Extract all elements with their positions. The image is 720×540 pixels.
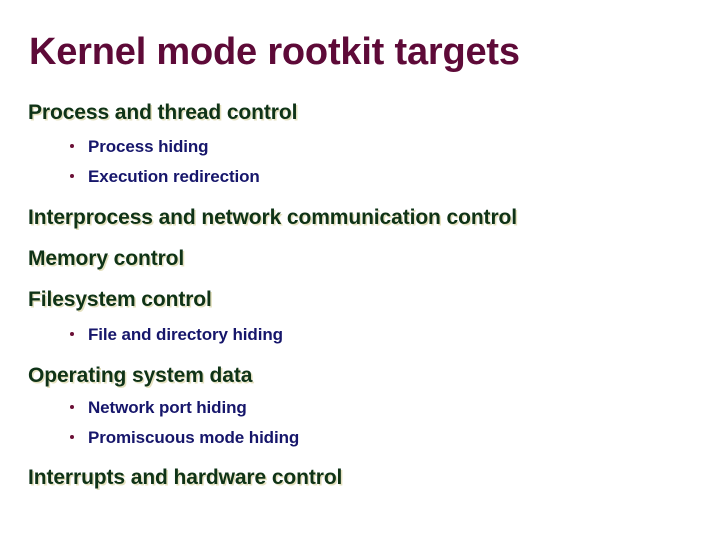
outline-heading: Filesystem control bbox=[28, 288, 212, 311]
page-title: Kernel mode rootkit targets bbox=[29, 31, 520, 73]
bullet-dot-icon bbox=[70, 144, 74, 148]
outline-heading: Memory control bbox=[28, 247, 185, 270]
outline-bullet-item: Execution redirection bbox=[0, 166, 720, 188]
outline-heading: Interprocess and network communication c… bbox=[28, 206, 517, 229]
bullet-dot-icon bbox=[70, 174, 74, 178]
outline-bullet-label: File and directory hiding bbox=[88, 325, 283, 344]
outline-bullet-label: Promiscuous mode hiding bbox=[88, 428, 300, 447]
bullet-dot-icon bbox=[70, 405, 74, 409]
outline-bullet-item: Promiscuous mode hiding bbox=[0, 427, 720, 449]
outline-bullet-item: Network port hiding bbox=[0, 397, 720, 419]
bullet-dot-icon bbox=[70, 435, 74, 439]
outline-bullet-label: Network port hiding bbox=[88, 398, 247, 417]
outline-bullet-item: File and directory hiding bbox=[0, 324, 720, 346]
outline-bullet-label: Execution redirection bbox=[88, 167, 260, 186]
outline-heading: Process and thread control bbox=[28, 101, 298, 124]
outline-bullet-item: Process hiding bbox=[0, 136, 720, 158]
outline-heading: Interrupts and hardware control bbox=[28, 466, 343, 489]
outline-bullet-label: Process hiding bbox=[88, 137, 209, 156]
bullet-dot-icon bbox=[70, 332, 74, 336]
outline-heading: Operating system data bbox=[28, 364, 253, 387]
